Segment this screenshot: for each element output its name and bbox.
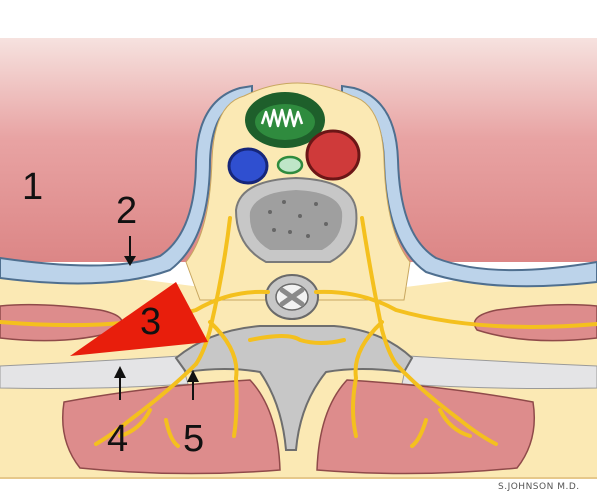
label-arrows [114,236,199,400]
thoracic-duct [276,155,304,175]
paravertebral-space-injectate [70,282,208,356]
intercostal-muscle-right [473,303,597,342]
artist-signature: S.JOHNSON M.D. [498,482,580,492]
azygos-vein [227,147,269,185]
label-2: 2 [116,190,138,232]
vertebral-body [234,176,358,263]
esophagus [245,92,325,148]
label-5: 5 [183,418,205,460]
label-3: 3 [140,301,162,343]
label-4: 4 [107,418,129,460]
aorta [305,129,361,181]
rib-left [0,355,189,389]
spinal-nerves [0,216,597,448]
label-1: 1 [22,166,44,208]
spinal-cord [265,274,319,320]
